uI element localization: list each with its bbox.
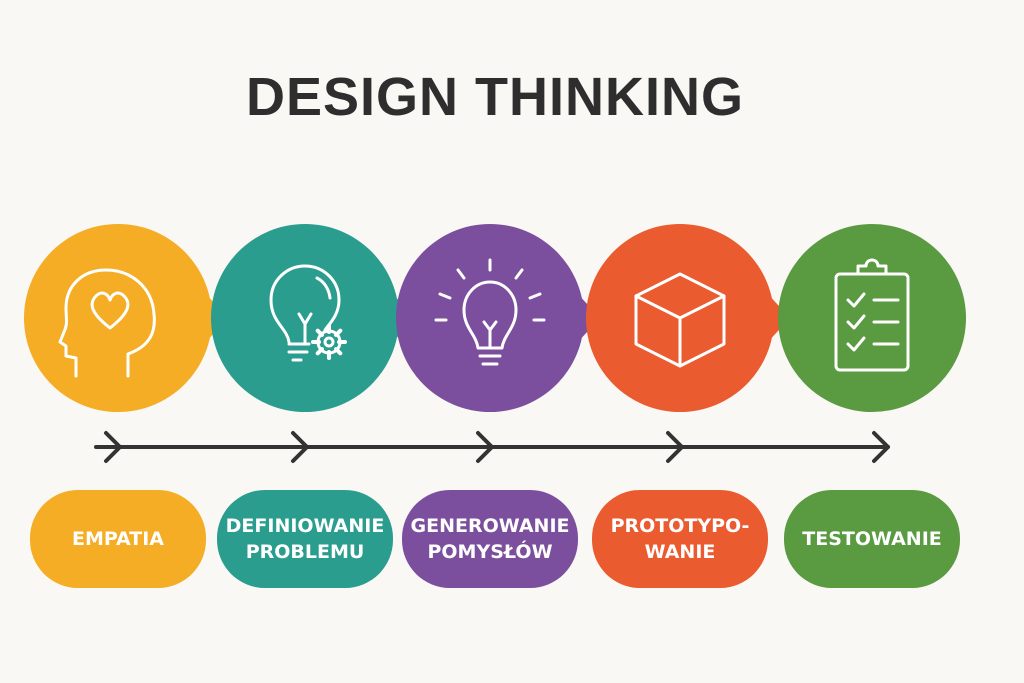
stage-pill-generowanie [402, 490, 578, 588]
lightbulb-rays-icon [434, 258, 546, 366]
clipboard-checklist-icon [834, 258, 910, 372]
stage-label-prototypowanie: PROTOTYPO- WANIE [610, 515, 750, 563]
stage-bubbles [24, 224, 966, 412]
timeline-arrow-icon [104, 431, 122, 463]
timeline-arrow-icon [872, 431, 890, 463]
stage-circle [24, 224, 212, 412]
timeline-arrow-icon [666, 431, 684, 463]
stage-label-generowanie: GENEROWANIE POMYSŁÓW [410, 515, 570, 563]
stage-bubble-prototypowanie [586, 224, 790, 412]
stage-bubble-testowanie [778, 224, 966, 412]
stage-bubble-empatia [24, 224, 228, 412]
stage-label-definiowanie: DEFINIOWANIE PROBLEMU [225, 515, 385, 563]
stage-pill-empatia [30, 490, 206, 588]
page-title: DESIGN THINKING [245, 67, 745, 127]
stage-pills [30, 490, 960, 588]
stage-pill-prototypowanie [592, 490, 768, 588]
stage-circle [396, 224, 584, 412]
stage-circle [211, 224, 399, 412]
stage-circle [778, 224, 966, 412]
stage-bubble-generowanie [396, 224, 600, 412]
stage-pill-testowanie [784, 490, 960, 588]
cube-icon [634, 272, 726, 368]
timeline [94, 431, 890, 463]
stage-label-testowanie: TESTOWANIE [802, 528, 942, 550]
lightbulb-gear-icon [269, 264, 347, 362]
stage-bubble-definiowanie [211, 224, 415, 412]
timeline-arrow-icon [476, 431, 494, 463]
head-heart-icon [58, 268, 156, 378]
timeline-arrow-icon [291, 431, 309, 463]
stage-pill-definiowanie [217, 490, 393, 588]
stage-label-empatia: EMPATIA [71, 528, 165, 550]
